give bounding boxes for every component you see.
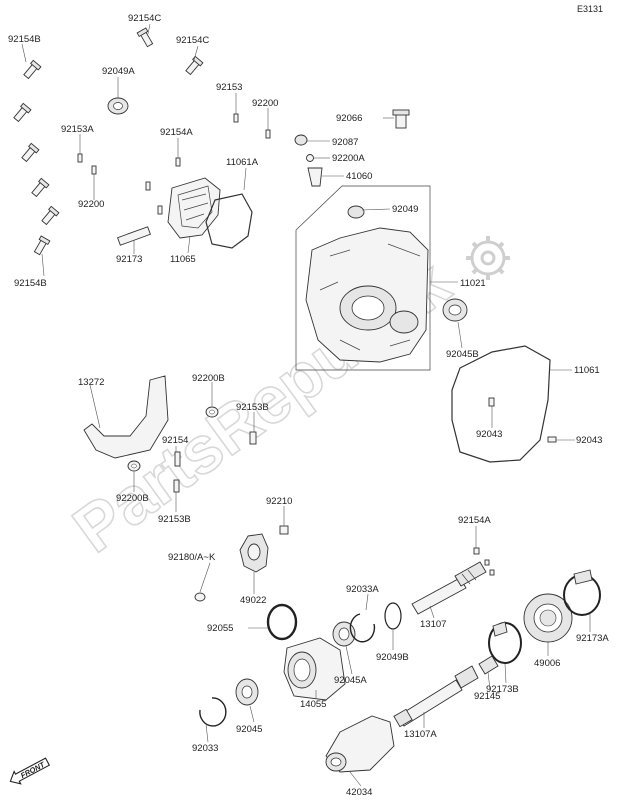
bearing-92045	[235, 678, 259, 706]
label-92153A: 92153A	[61, 124, 94, 135]
label-49006: 49006	[534, 658, 560, 669]
front-label: FRONT	[19, 759, 47, 780]
label-92045B: 92045B	[446, 349, 479, 360]
label-92154C-a: 92154C	[128, 13, 161, 24]
clamp-92173b	[488, 621, 522, 664]
label-92153B-a: 92153B	[236, 402, 269, 413]
clamp-92173a	[563, 569, 601, 616]
front-direction-badge: FRONT	[9, 757, 51, 785]
part-92087	[294, 134, 308, 146]
bolt-group-top-left	[13, 27, 271, 256]
o-ring-92055	[266, 603, 298, 641]
label-92033: 92033	[192, 743, 218, 754]
bolt-92154	[174, 451, 181, 467]
washer-92200b-a	[205, 406, 219, 418]
label-92200A: 92200A	[332, 153, 365, 164]
label-92200B-a: 92200B	[192, 373, 225, 384]
bolt-92153b-b	[173, 479, 180, 493]
bearing-92045a	[332, 621, 356, 647]
label-92043-b: 92043	[576, 435, 602, 446]
label-13272: 13272	[78, 377, 104, 388]
label-14055: 14055	[300, 699, 326, 710]
label-92153B-b: 92153B	[158, 514, 191, 525]
sensor-41060	[307, 167, 323, 187]
shim-92180	[194, 592, 206, 602]
label-92087: 92087	[332, 137, 358, 148]
label-92200B-b: 92200B	[116, 493, 149, 504]
pin-92043-a	[488, 397, 495, 407]
label-92045: 92045	[236, 724, 262, 735]
plate-92173	[117, 226, 151, 246]
label-92173A: 92173A	[576, 633, 609, 644]
label-92173B: 92173B	[486, 684, 519, 695]
gasket-11061a	[205, 193, 253, 249]
gasket-11061	[451, 345, 551, 463]
label-92066: 92066	[336, 113, 362, 124]
label-11065: 11065	[170, 254, 196, 265]
diagram-code: E3131	[577, 4, 603, 14]
label-11021: 11021	[460, 278, 486, 289]
cover-11065	[167, 177, 221, 239]
label-92049: 92049	[392, 204, 418, 215]
nut-92210	[279, 525, 289, 535]
label-92145: 92145	[474, 691, 500, 702]
label-92043-a: 92043	[476, 429, 502, 440]
label-13107: 13107	[420, 619, 446, 630]
boot-49006	[523, 593, 573, 643]
circlip-92033	[199, 697, 227, 727]
washer-92200a	[306, 154, 314, 162]
label-42034: 42034	[346, 787, 372, 798]
label-92055: 92055	[207, 623, 233, 634]
bolt-92153b-a	[249, 431, 257, 445]
crankcase-11021	[305, 205, 429, 363]
label-92049A: 92049A	[102, 66, 135, 77]
label-92033A: 92033A	[346, 584, 379, 595]
label-11061: 11061	[574, 365, 600, 376]
label-41060: 41060	[346, 171, 372, 182]
spring-92145	[478, 655, 499, 675]
label-13107A: 13107A	[404, 729, 437, 740]
label-92049B: 92049B	[376, 652, 409, 663]
label-92153: 92153	[216, 82, 242, 93]
seal-92049a	[107, 97, 129, 115]
label-92154: 92154	[162, 435, 188, 446]
plug-92066	[392, 109, 410, 129]
label-92200-a: 92200	[252, 98, 278, 109]
label-92154A-b: 92154A	[458, 515, 491, 526]
label-92180: 92180/A~K	[168, 552, 216, 563]
label-92210: 92210	[266, 496, 292, 507]
label-92154C-b: 92154C	[176, 35, 209, 46]
label-92200-b: 92200	[78, 199, 104, 210]
leader-lines	[21, 23, 591, 787]
circlip-92033a	[349, 613, 376, 643]
label-49022: 49022	[240, 595, 266, 606]
guide-13272	[83, 375, 169, 459]
label-92154A-a: 92154A	[160, 127, 193, 138]
pin-92043-b	[547, 436, 557, 443]
label-92173: 92173	[116, 254, 142, 265]
shaft-13107	[411, 561, 487, 615]
bolt-92154a-b	[473, 547, 495, 576]
gear-watermark-icon	[466, 236, 510, 280]
label-11061A: 11061A	[226, 157, 259, 168]
crankcase-frame	[295, 185, 431, 371]
gear-49022	[239, 533, 269, 573]
part-number-labels: 92154B 92154C 92154C 92049A 92153 92200 …	[8, 13, 609, 798]
label-92045A: 92045A	[334, 675, 367, 686]
label-92154B-bottom: 92154B	[14, 278, 47, 289]
washer-92200b-b	[127, 460, 141, 472]
bearing-92045b	[442, 298, 468, 322]
label-92154B-top: 92154B	[8, 34, 41, 45]
yoke-42034	[325, 708, 413, 773]
seal-92049b	[384, 602, 402, 630]
housing-14055	[283, 637, 346, 701]
